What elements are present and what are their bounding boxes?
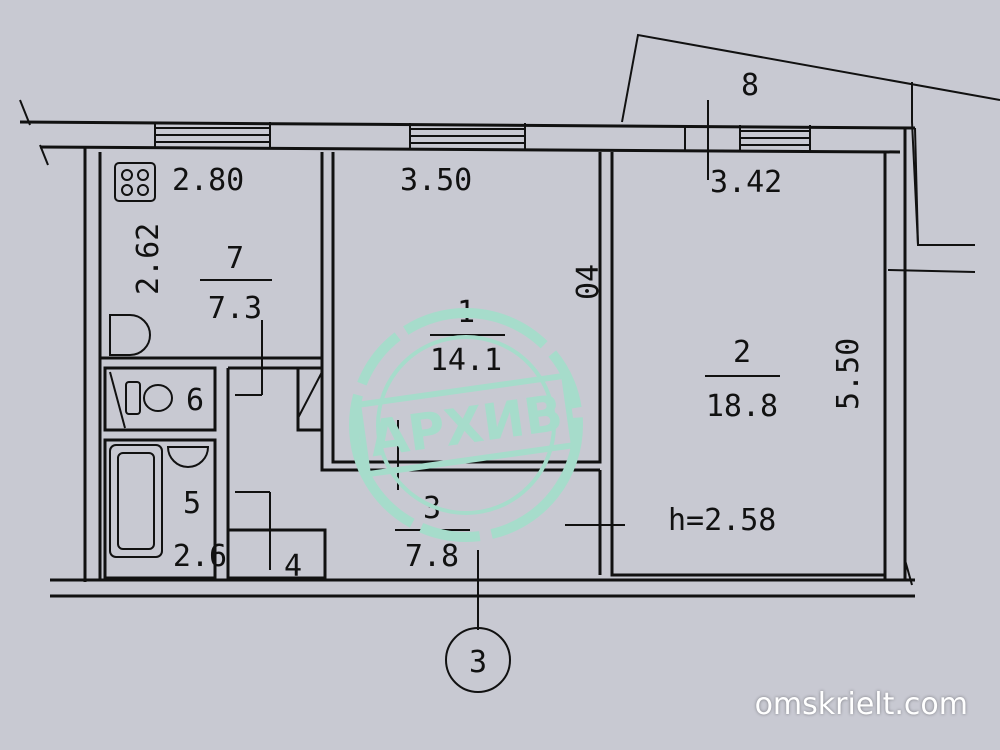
room2-width: 3.42 [710,165,782,200]
bathtub-icon [109,444,163,558]
kitchen-depth: 2.62 [131,223,166,295]
room-5-area: 2.6 [173,539,227,574]
room1-depth: 04 [571,264,606,300]
washbasin-icon [166,446,210,468]
room-5-label: 5 [183,486,201,521]
room-2-label: 2 18.8 [705,335,780,424]
room-number: 3 [423,491,441,526]
toilet-icon [125,381,141,415]
room1-width: 3.50 [400,163,472,198]
room-6-label: 6 [186,383,204,418]
room-4-label: 4 [284,549,302,584]
room-number: 2 [733,335,751,370]
sink-icon [109,314,151,356]
room-area: 14.1 [430,343,502,378]
section-mark: 3 [445,550,511,693]
room-area: 7.3 [208,291,262,326]
kitchen-width: 2.80 [172,163,244,198]
stamp-text: АРХИВ [366,384,566,468]
windows [154,122,811,151]
room-7-label: 7 7.3 [200,241,272,326]
ceiling-height: h=2.58 [668,503,776,538]
room-number: 7 [226,241,244,276]
room-area: 18.8 [706,389,778,424]
fixtures [109,100,709,570]
section-mark-label: 3 [469,645,487,680]
room-1-label: 1 14.1 [430,295,505,378]
stove-icon [114,162,156,202]
balcony-outline [621,33,1000,273]
room2-depth: 5.50 [831,338,866,410]
room-8-label: 8 [741,68,759,103]
watermark: omskrielt.com [754,687,968,722]
room-area: 7.8 [405,539,459,574]
